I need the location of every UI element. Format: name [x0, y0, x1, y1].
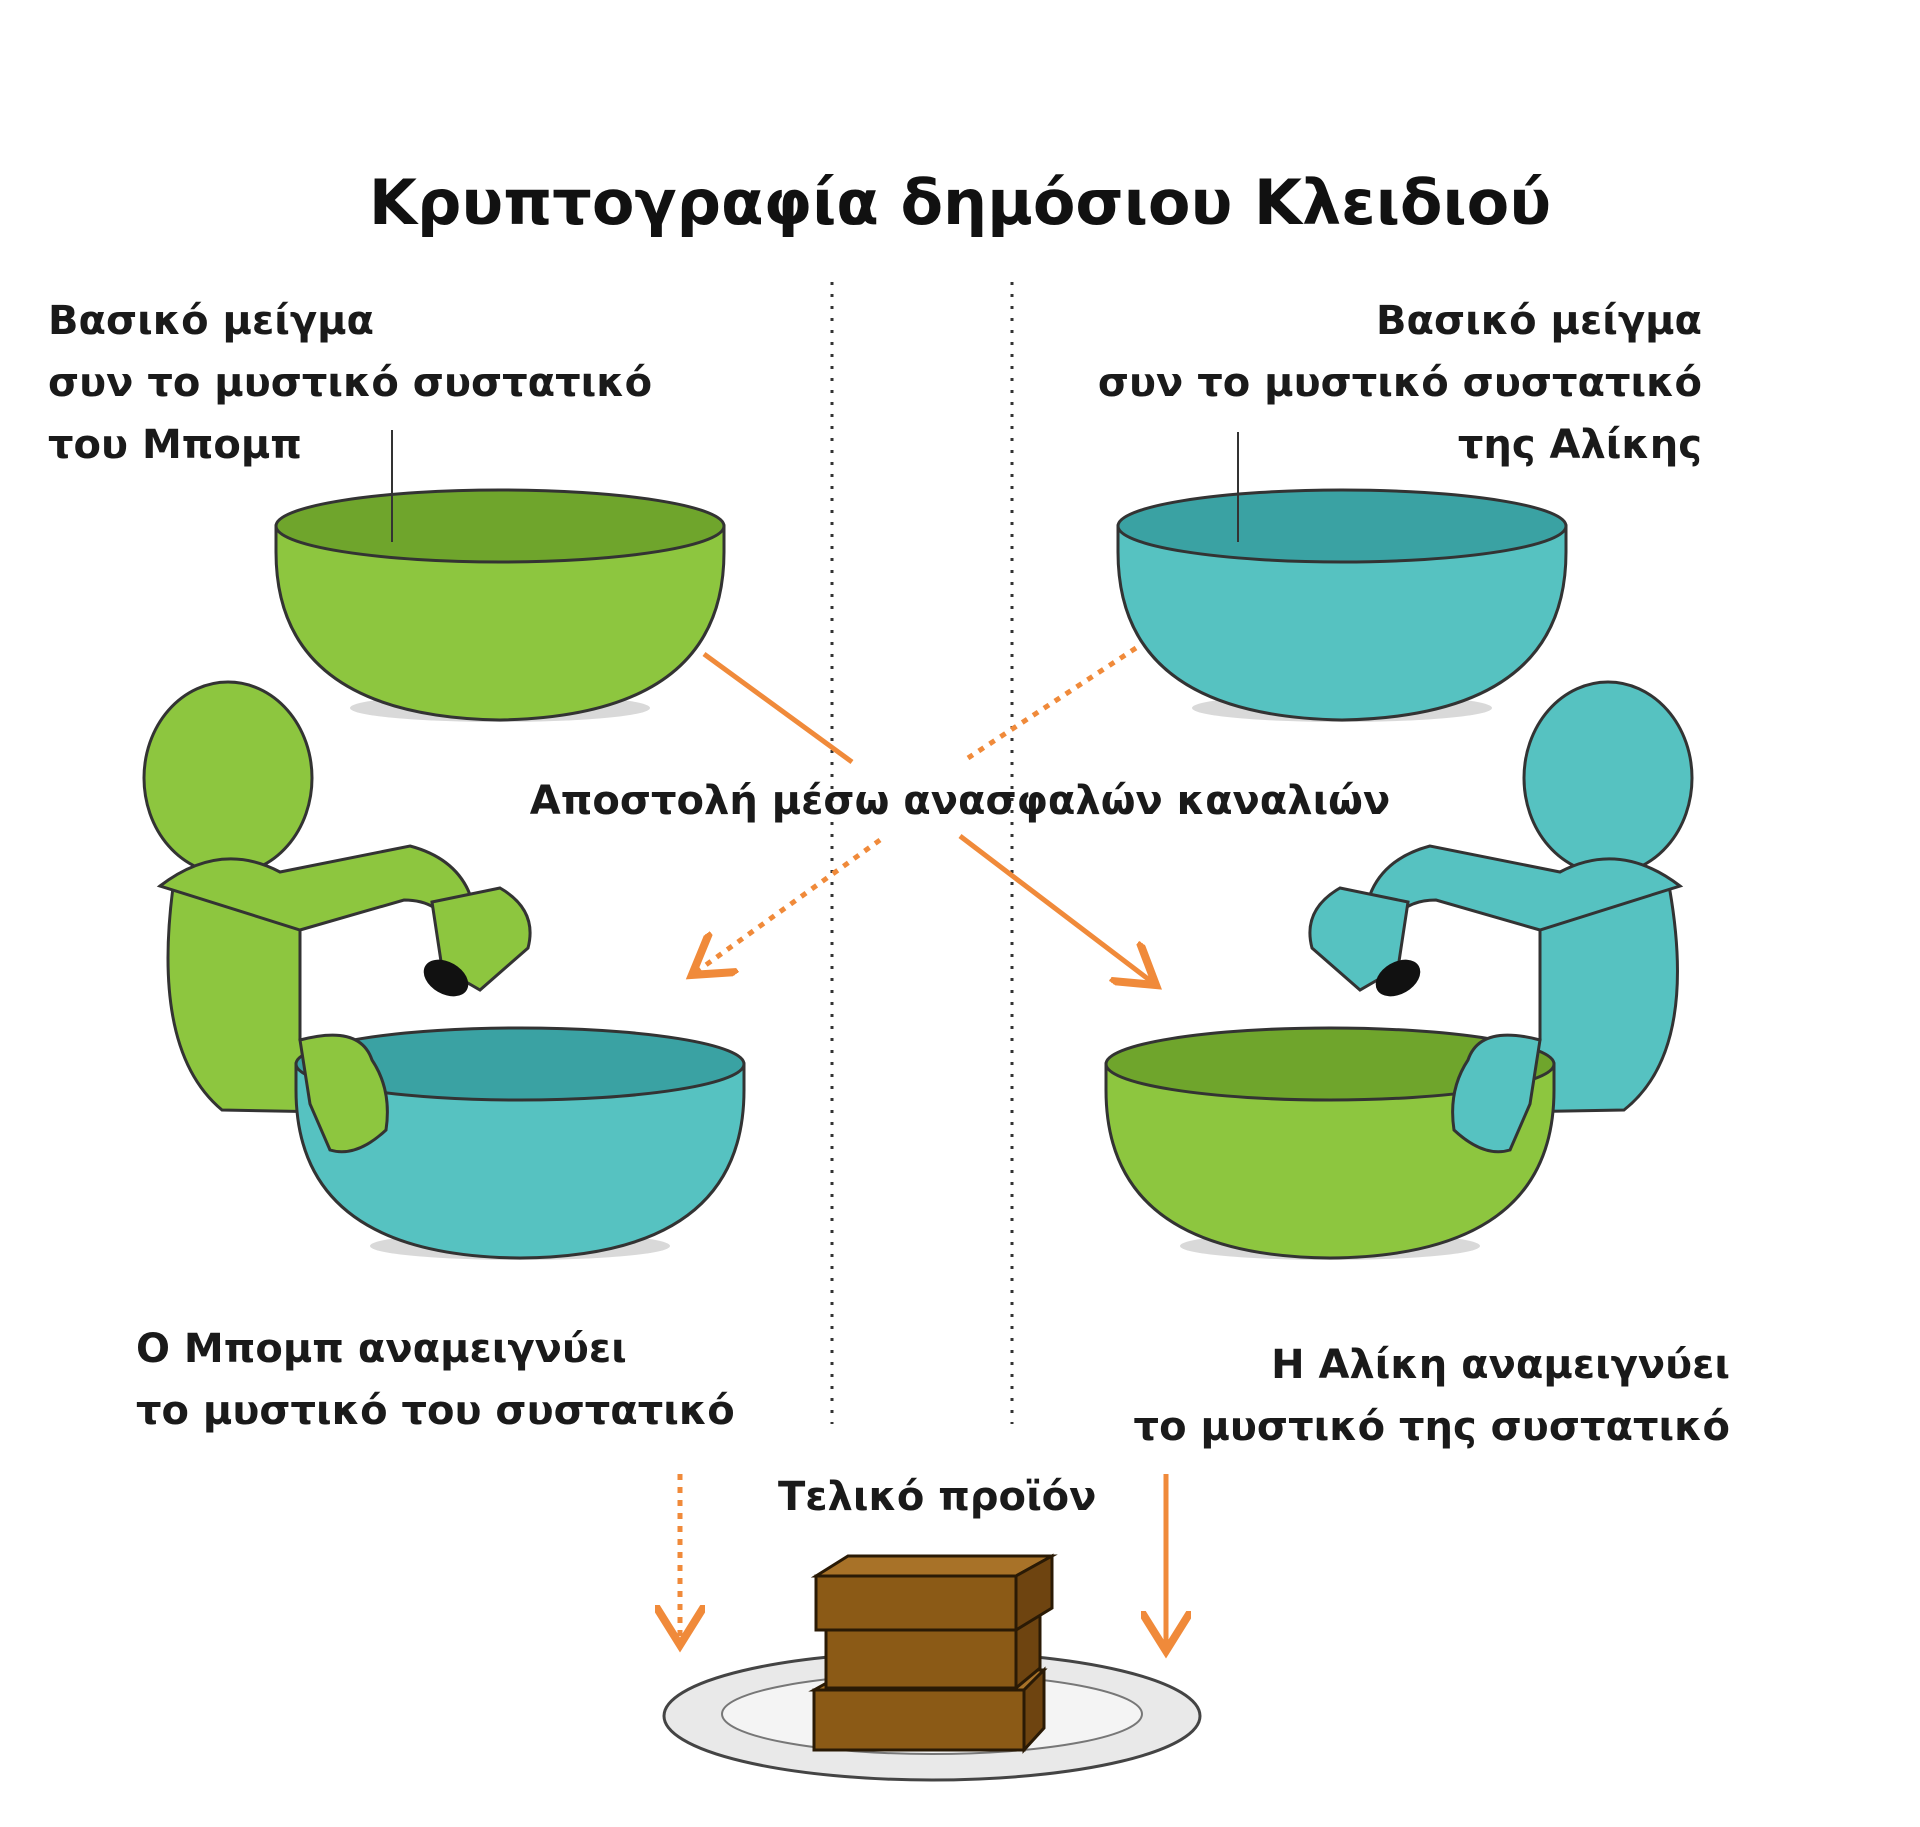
- bob-mixture-label: Βασικό μείγμα συν το μυστικό συστατικό τ…: [48, 290, 652, 476]
- label-line: Βασικό μείγμα: [48, 298, 374, 344]
- arrow-alice-to-bob-dotted: [966, 645, 1138, 761]
- final-product-label: Τελικό προϊόν: [778, 1474, 1097, 1520]
- bob-mixes-label: Ο Μπομπ αναμειγνύει το μυστικό του συστα…: [136, 1318, 735, 1442]
- label-line: της Αλίκης: [1457, 422, 1702, 468]
- brownie-stack: [808, 1553, 1058, 1754]
- arrow-alice-to-bob-dotted: [696, 837, 882, 972]
- alice-figure: [1308, 680, 1694, 1114]
- arrow-bob-to-alice-solid: [702, 651, 854, 765]
- label-line: το μυστικό του συστατικό: [136, 1388, 735, 1434]
- label-line: το μυστικό της συστατικό: [1133, 1404, 1730, 1450]
- alice-mixture-label: Βασικό μείγμα συν το μυστικό συστατικό τ…: [1098, 290, 1702, 476]
- label-line: Βασικό μείγμα: [1376, 298, 1702, 344]
- bowl-bottom-right: [1104, 1026, 1556, 1260]
- label-line: συν το μυστικό συστατικό: [48, 360, 653, 406]
- label-line: συν το μυστικό συστατικό: [1097, 360, 1702, 406]
- label-line: Ο Μπομπ αναμειγνύει: [136, 1326, 627, 1372]
- bob-hand: [298, 1033, 389, 1154]
- bowl-top-left: [274, 488, 726, 722]
- alice-hand: [1451, 1033, 1542, 1154]
- bowl-bottom-left: [294, 1026, 746, 1260]
- alice-mixes-label: Η Αλίκη αναμειγνύει το μυστικό της συστα…: [1134, 1334, 1730, 1458]
- label-line: Η Αλίκη αναμειγνύει: [1271, 1342, 1730, 1388]
- label-line: του Μπομπ: [48, 422, 302, 468]
- arrow-bob-to-alice-solid: [958, 834, 1152, 982]
- diagram-title: Κρυπτογραφία δημόσιου Κλειδιού: [368, 166, 1552, 239]
- bowl-top-right: [1116, 488, 1568, 722]
- insecure-channel-label: Αποστολή μέσω ανασφαλών καναλιών: [529, 778, 1391, 824]
